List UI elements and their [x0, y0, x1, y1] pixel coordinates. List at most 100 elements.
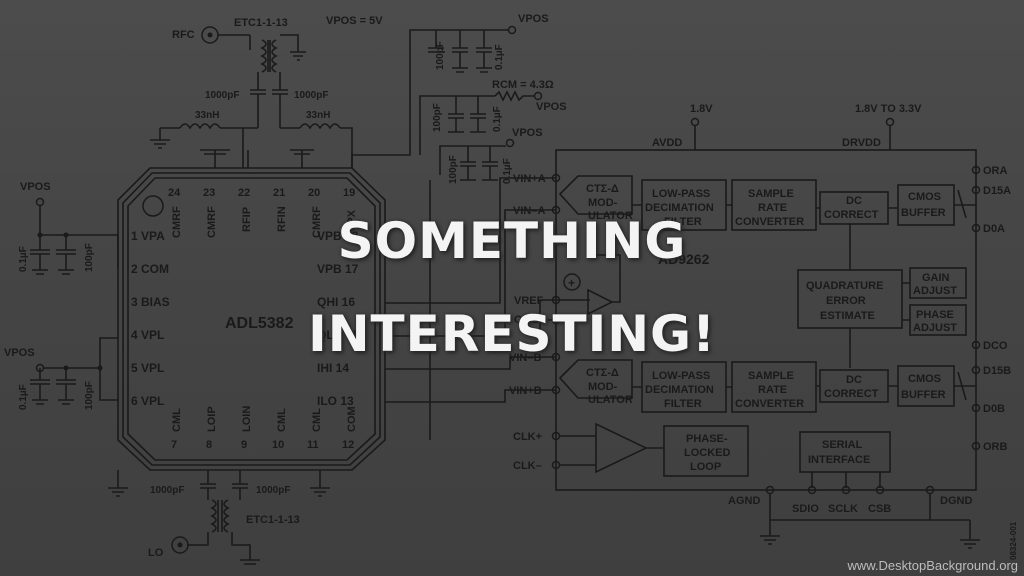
vpos-label-4: VPOS [536, 101, 567, 113]
svg-text:CTΣ-Δ: CTΣ-Δ [586, 367, 619, 379]
quad-line1: QUADRATURE [806, 280, 883, 292]
lpf-b-line3: FILTER [664, 398, 702, 410]
serial-interface [799, 431, 891, 473]
pin-orb: ORB [983, 441, 1008, 453]
pin-name-8: LOIP [206, 406, 218, 432]
svg-text:+: + [568, 276, 575, 290]
chip-label-adl5382: ADL5382 [225, 315, 294, 332]
watermark-text: www.DesktopBackground.org [847, 558, 1018, 573]
pin-num-9: 9 [241, 439, 247, 451]
svg-text:CTΣ-Δ: CTΣ-Δ [586, 183, 619, 195]
cap-rf-right-label: 1000pF [294, 90, 328, 101]
lpf-b-line1: LOW-PASS [652, 370, 710, 382]
gain-line1: GAIN [922, 272, 950, 284]
pin-vref: VREF [514, 295, 544, 307]
pin1-marker [142, 195, 164, 217]
vpos-label-2: VPOS [4, 347, 35, 359]
inter-chip-wiring [385, 177, 560, 440]
top-supply-network: VPOS 100pF 0.1µF RCM = 4.3Ω VPOS 100pF 0… [351, 13, 567, 184]
pin-right-14: IHI 14 [317, 361, 349, 375]
lo-section: 1000pF 1000pF ETC1-1-13 LO [108, 470, 330, 565]
pin-sclk: SCLK [828, 503, 858, 515]
figure-id: 08324-001 [1009, 521, 1018, 560]
vpos-label-1: VPOS [20, 181, 51, 193]
src-a-line2: RATE [758, 202, 787, 214]
pin-left-3: 3 BIAS [131, 295, 170, 309]
lo-connector-icon [171, 536, 189, 554]
cmos-b-line2: BUFFER [901, 389, 946, 401]
pin-num-11: 11 [307, 439, 319, 451]
headline-line-1: SOMETHING [337, 212, 687, 270]
dc-a-line1: DC [846, 195, 862, 207]
pin-dco: DCO [983, 340, 1008, 352]
pin-right-17: VPB 17 [317, 262, 359, 276]
lpf-b-line2: DECIMATION [645, 384, 714, 396]
pin-left-5: 5 VPL [131, 361, 164, 375]
pin-name-24: CMRF [171, 206, 183, 238]
quad-line3: ESTIMATE [820, 310, 875, 322]
lpf-a-line2: DECIMATION [645, 202, 714, 214]
gain-line2: ADJUST [913, 285, 957, 297]
pin-num-20: 20 [308, 187, 320, 199]
avdd-voltage: 1.8V [690, 103, 713, 115]
rf-input-section: RFC ETC1-1-13 VPOS = 5V 1000pF 1000pF 33… [150, 15, 383, 168]
cmos-a-line1: CMOS [908, 191, 941, 203]
transformer-top-label: ETC1-1-13 [234, 17, 288, 29]
pin-vin-plus-b: VIN+B [509, 385, 542, 397]
pin-clk-plus: CLK+ [513, 431, 542, 443]
ind-left-label: 33nH [195, 110, 219, 121]
modulator-b [558, 359, 633, 399]
vpos-label-3: VPOS [518, 13, 549, 25]
transformer-bottom-icon [210, 499, 230, 533]
phase-locked-loop [663, 425, 749, 477]
pin-right-15: QLO 15 [317, 328, 360, 342]
pin-d15a: D15A [983, 185, 1011, 197]
clock-buffer-icon [595, 422, 648, 474]
pin-dgnd: DGND [940, 495, 972, 507]
cap-01u-label-4: 0.1µF [492, 106, 503, 132]
pin-cfilt: CFILT [514, 314, 545, 326]
pin-left-6: 6 VPL [131, 394, 164, 408]
rfc-label: RFC [172, 29, 195, 41]
pin-left-1: 1 VPA [131, 229, 165, 243]
pin-name-23: CMRF [206, 206, 218, 238]
pin-d0a: D0A [983, 223, 1005, 235]
lpf-a-line1: LOW-PASS [652, 188, 710, 200]
quad-line2: ERROR [826, 295, 866, 307]
pin-name-11: CML [311, 408, 323, 432]
pin-sdio: SDIO [792, 503, 819, 515]
pin-d15b: D15B [983, 365, 1011, 377]
pin-num-22: 22 [238, 187, 250, 199]
pin-vin-minus-a: VIN–A [513, 205, 545, 217]
pin-left-2: 2 COM [131, 262, 169, 276]
cap-01u-label-3: 0.1µF [494, 44, 505, 70]
pll-line3: LOOP [690, 461, 721, 473]
dc-b-line2: CORRECT [824, 388, 879, 400]
rcm-label: RCM = 4.3Ω [492, 79, 554, 91]
serial-line1: SERIAL [822, 439, 863, 451]
pin-name-21: RFIN [276, 206, 288, 232]
serial-line2: INTERFACE [808, 454, 870, 466]
pin-vin-minus-b: VIN–B [509, 352, 541, 364]
adl5382-chip: ADL5382 1 VPA 2 COM 3 BIAS 4 VPL 5 VPL 6… [117, 167, 386, 471]
src-a-line3: CONVERTER [735, 216, 804, 228]
pin-name-19: VPX [346, 209, 358, 232]
pin-name-20: CMRF [311, 206, 323, 238]
pin-csb: CSB [868, 503, 891, 515]
src-a-line1: SAMPLE [748, 188, 794, 200]
cap-01u-label-5: 0.1µF [502, 158, 513, 184]
cmos-b-line1: CMOS [908, 373, 941, 385]
transformer-top-icon [260, 39, 278, 73]
pin-right-13: ILO 13 [317, 394, 354, 408]
left-supply-decoupling: VPOS 0.1µF 100pF VPOS 0.1µF 100pF [4, 181, 119, 410]
svg-text:ULATOR: ULATOR [588, 394, 633, 406]
vref-source-icon [563, 273, 581, 291]
cap-100p-label-2: 100pF [84, 381, 95, 410]
cap-01u-label-2: 0.1µF [18, 384, 29, 410]
modulator-a [558, 175, 633, 215]
drvdd-label: DRVDD [842, 137, 881, 149]
avdd-label: AVDD [652, 137, 682, 149]
ad9262-chip: AD9262 1.8V AVDD 1.8V TO 3.3V DRVDD VIN+… [509, 103, 1011, 549]
src-b-line1: SAMPLE [748, 370, 794, 382]
pin-right-16: QHI 16 [317, 295, 355, 309]
